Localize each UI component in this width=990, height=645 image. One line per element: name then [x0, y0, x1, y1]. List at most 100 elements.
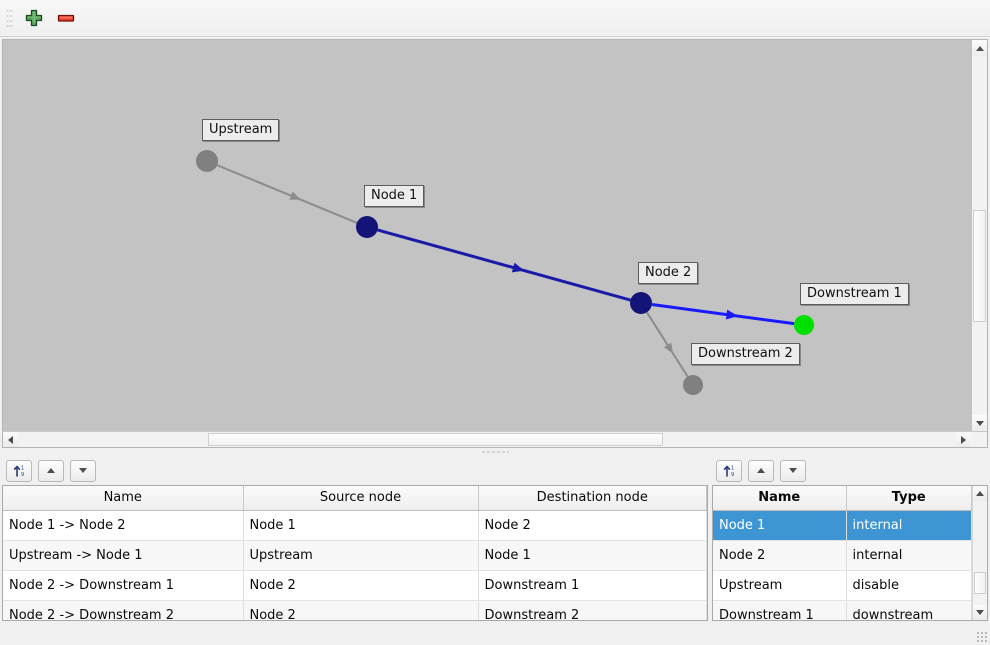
sort-ascending-icon: 1 9 — [723, 466, 734, 478]
edge-name-cell: Node 2 -> Downstream 1 — [3, 570, 244, 601]
remove-node-button[interactable] — [50, 3, 82, 33]
nodes-move-up-button[interactable] — [748, 459, 774, 482]
triangle-up-icon — [757, 468, 765, 473]
graph-node-label-downstream2[interactable]: Downstream 2 — [691, 343, 800, 365]
graph-edge-arrow-node2-downstream1 — [725, 309, 739, 320]
graph-node-node2[interactable] — [630, 292, 652, 314]
edges-move-up-button[interactable] — [38, 459, 64, 482]
edges-move-down-button[interactable] — [70, 459, 96, 482]
graph-node-label-node1[interactable]: Node 1 — [364, 185, 425, 207]
edge-name-cell: Node 1 -> Node 2 — [3, 510, 244, 541]
edges-column-source[interactable]: Source node — [243, 486, 479, 511]
edges-pane: 1 9 Name Source node — [2, 456, 708, 621]
scroll-up-button[interactable] — [972, 40, 987, 56]
green-plus-icon — [25, 9, 43, 27]
canvas-vertical-scrollbar[interactable] — [971, 40, 987, 431]
triangle-left-icon — [8, 435, 13, 444]
edges-column-name[interactable]: Name — [3, 486, 244, 511]
node-type-cell: internal — [846, 540, 972, 571]
scroll-down-button[interactable] — [972, 415, 987, 431]
edges-sort-button[interactable]: 1 9 — [6, 459, 32, 482]
triangle-up-icon — [975, 45, 984, 51]
edge-name-cell: Upstream -> Node 1 — [3, 540, 244, 571]
svg-text:1: 1 — [731, 466, 734, 472]
toolbar-drag-grip-icon[interactable] — [4, 7, 14, 29]
graph-edge-arrow-upstream-node1 — [289, 191, 301, 200]
edge-destination-cell: Downstream 2 — [478, 600, 707, 620]
triangle-down-icon — [976, 610, 984, 615]
graph-node-label-downstream1[interactable]: Downstream 1 — [800, 283, 909, 305]
graph-node-label-node2[interactable]: Node 2 — [638, 262, 699, 284]
edges-table-container[interactable]: Name Source node Destination node Node 1… — [2, 485, 708, 621]
main-toolbar — [0, 0, 990, 37]
edges-table-header-row: Name Source node Destination node — [3, 486, 707, 511]
node-graph[interactable] — [3, 40, 977, 430]
edges-column-destination[interactable]: Destination node — [478, 486, 707, 511]
graph-node-label-upstream[interactable]: Upstream — [202, 119, 280, 141]
nodes-toolbar: 1 9 — [712, 456, 988, 485]
graph-edge-arrow-node1-node2 — [511, 262, 525, 273]
graph-edge-node2-downstream2[interactable] — [646, 311, 689, 378]
edge-source-cell: Upstream — [243, 540, 479, 571]
node-name-cell: Node 2 — [713, 540, 847, 571]
add-node-button[interactable] — [18, 3, 50, 33]
nodes-move-down-button[interactable] — [780, 459, 806, 482]
graph-node-upstream[interactable] — [196, 150, 218, 172]
edges-table: Name Source node Destination node Node 1… — [3, 486, 707, 620]
pane-splitter[interactable] — [0, 448, 990, 456]
triangle-down-icon — [789, 468, 797, 473]
graph-node-downstream2[interactable] — [683, 375, 703, 395]
nodes-scroll-up-button[interactable] — [973, 486, 987, 501]
edge-source-cell: Node 2 — [243, 600, 479, 620]
graph-edge-node2-downstream1[interactable] — [651, 302, 795, 326]
splitter-grip-icon — [481, 451, 509, 453]
edge-destination-cell: Node 1 — [478, 540, 707, 571]
edge-destination-cell: Downstream 1 — [478, 570, 707, 601]
edges-toolbar: 1 9 — [2, 456, 708, 485]
status-bar — [0, 621, 990, 645]
triangle-up-icon — [47, 468, 55, 473]
triangle-up-icon — [976, 491, 984, 496]
nodes-vertical-scrollbar[interactable] — [972, 486, 987, 620]
node-type-cell: downstream — [846, 600, 972, 620]
nodes-pane: 1 9 Name Type — [712, 456, 988, 621]
window-resize-grip-icon[interactable] — [976, 631, 988, 643]
sort-ascending-icon: 1 9 — [13, 466, 24, 478]
nodes-column-name[interactable]: Name — [713, 486, 847, 511]
canvas-horizontal-scroll-thumb[interactable] — [208, 433, 663, 446]
nodes-sort-button[interactable]: 1 9 — [716, 459, 742, 482]
canvas-vertical-scroll-thumb[interactable] — [973, 210, 986, 322]
node-type-cell: internal — [846, 510, 972, 541]
graph-edge-arrow-node2-downstream2 — [663, 342, 674, 354]
nodes-column-type[interactable]: Type — [846, 486, 972, 511]
scroll-right-button[interactable] — [956, 432, 971, 447]
nodes-scroll-thumb[interactable] — [974, 572, 986, 594]
scroll-left-button[interactable] — [3, 432, 18, 447]
node-name-cell: Node 1 — [713, 510, 847, 541]
scrollbar-corner — [972, 432, 987, 447]
nodes-scroll-down-button[interactable] — [973, 605, 987, 620]
graph-edge-node1-node2[interactable] — [377, 228, 631, 302]
edge-destination-cell: Node 2 — [478, 510, 707, 541]
red-minus-icon — [57, 14, 75, 22]
triangle-down-icon — [975, 420, 984, 426]
triangle-down-icon — [79, 468, 87, 473]
bottom-panes: 1 9 Name Source node — [0, 456, 990, 621]
svg-text:9: 9 — [731, 472, 734, 478]
graph-node-downstream1[interactable] — [794, 315, 814, 335]
canvas-horizontal-scrollbar[interactable] — [2, 431, 988, 448]
graph-edge-upstream-node1[interactable] — [216, 164, 358, 224]
graph-node-node1[interactable] — [356, 216, 378, 238]
